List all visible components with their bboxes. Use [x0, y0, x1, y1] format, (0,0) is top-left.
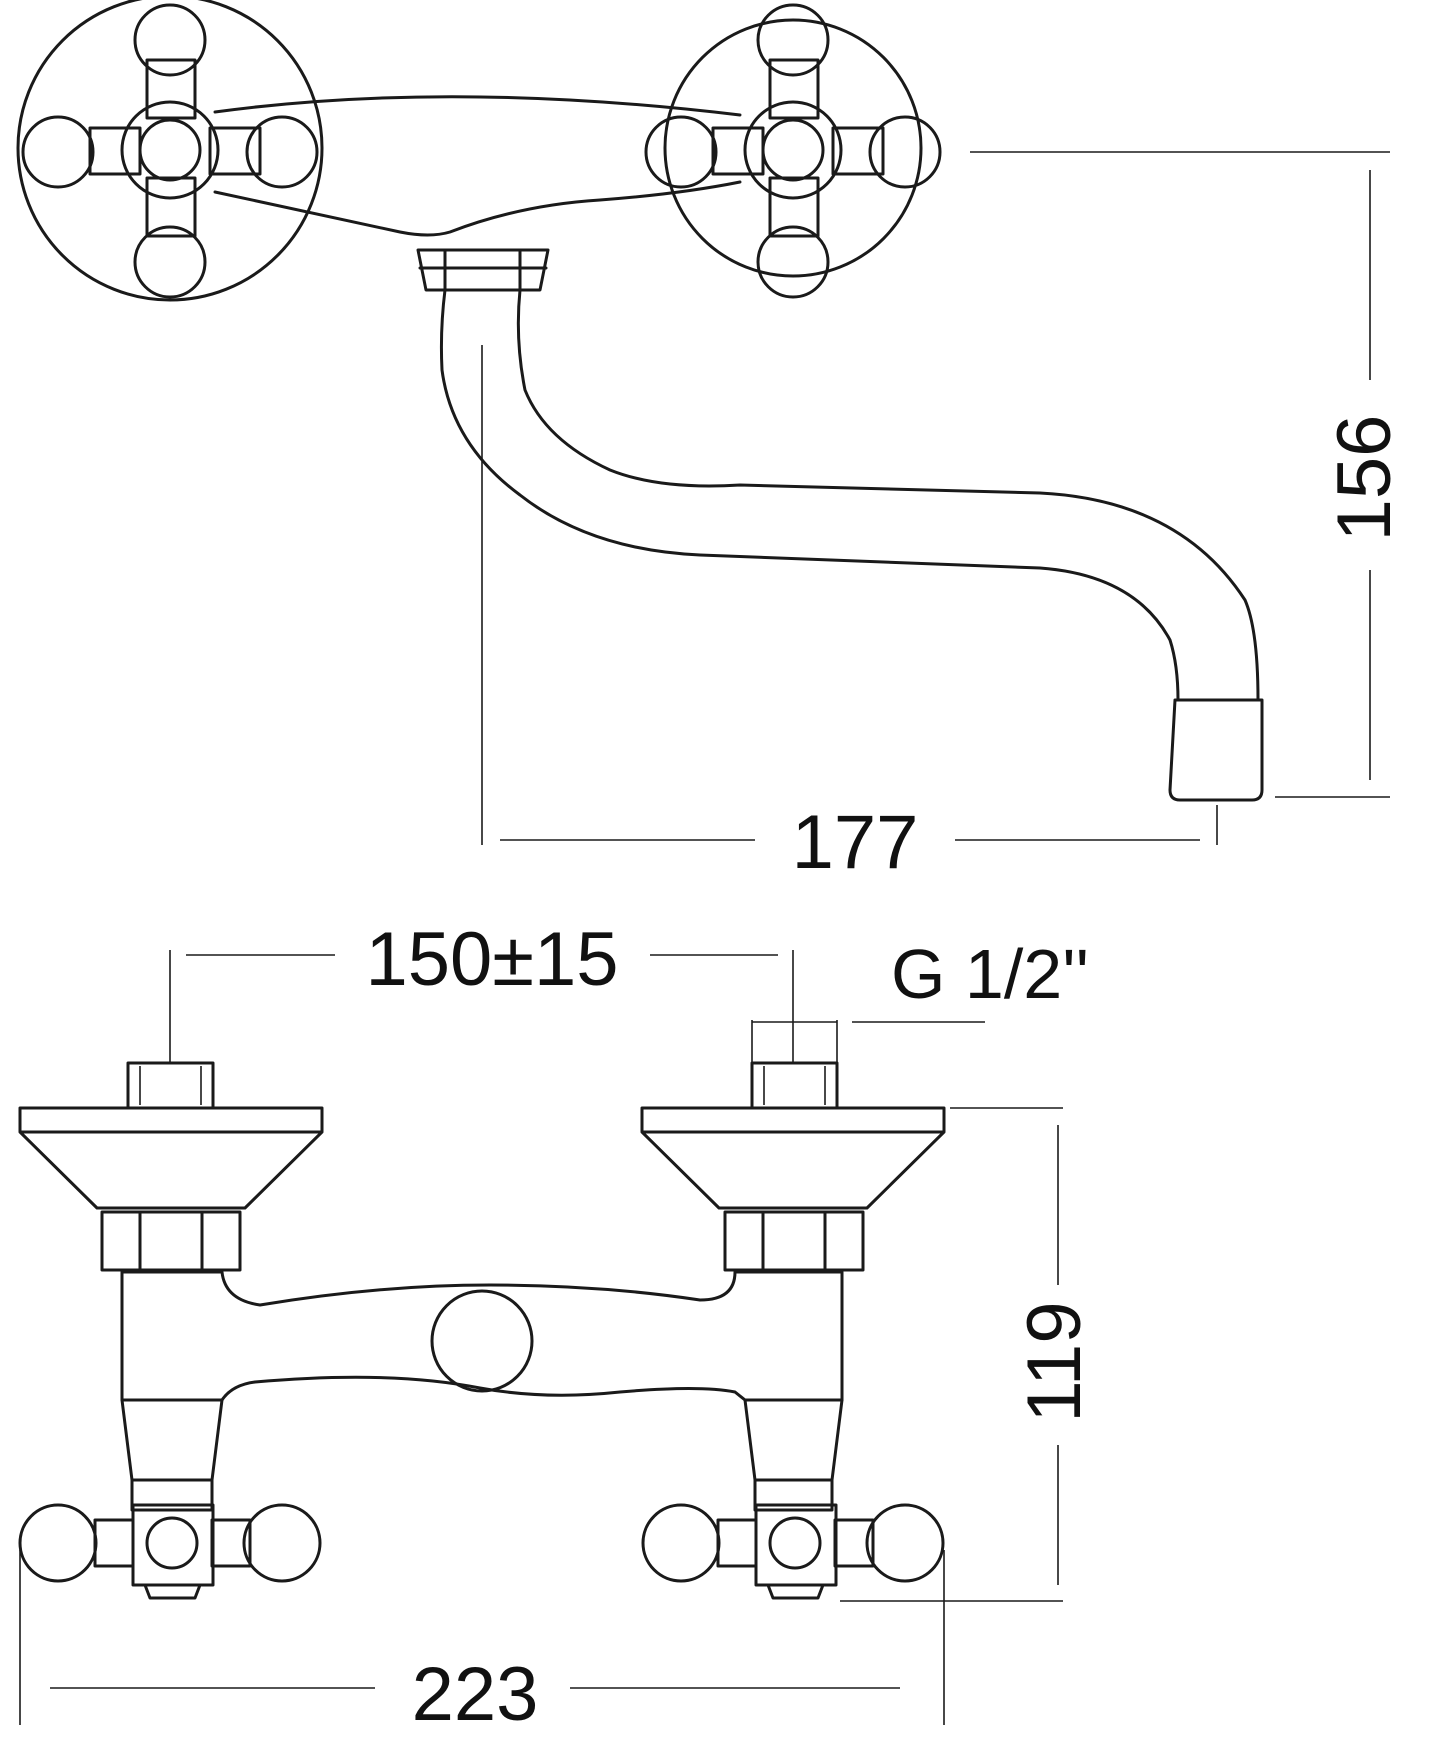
right-cross-handle-front	[641, 1503, 945, 1600]
top-view: 156 177	[16, 0, 1407, 885]
dimension-overall-width: 223	[19, 1550, 945, 1737]
dimension-inlet-spacing: 150±15	[169, 917, 794, 1062]
front-view: 150±15 G 1/2'' 119 223	[18, 917, 1097, 1737]
dimension-150-label: 150±15	[365, 917, 618, 1002]
left-inlet-thread	[126, 1061, 215, 1110]
aerator	[1168, 698, 1264, 802]
left-escutcheon	[18, 1106, 324, 1210]
right-hex-nut	[723, 1210, 865, 1272]
dimension-spout-reach: 177	[481, 345, 1218, 885]
dimension-height-front: 119	[840, 1107, 1097, 1602]
right-escutcheon	[640, 1106, 946, 1210]
dimension-thread-size: G 1/2''	[751, 935, 1089, 1062]
spout-swivel-nut	[416, 248, 550, 292]
dimension-thread-label: G 1/2''	[891, 935, 1089, 1013]
mixer-center-boss	[430, 1289, 534, 1393]
right-valve-body	[743, 1398, 844, 1512]
dimension-height-top: 156	[970, 151, 1407, 798]
dimension-177-label: 177	[792, 800, 919, 885]
left-hex-nut	[100, 1210, 242, 1272]
spout	[439, 288, 1260, 702]
left-valve-body	[120, 1398, 224, 1512]
left-cross-handle-top	[16, 0, 324, 302]
left-cross-handle-front	[18, 1503, 322, 1600]
right-inlet-thread	[750, 1061, 839, 1110]
right-cross-handle-top	[644, 3, 942, 299]
dimension-223-label: 223	[412, 1652, 539, 1737]
dimension-119-label: 119	[1012, 1301, 1097, 1422]
mixer-body-top	[213, 95, 742, 237]
dimension-156-label: 156	[1322, 415, 1407, 542]
